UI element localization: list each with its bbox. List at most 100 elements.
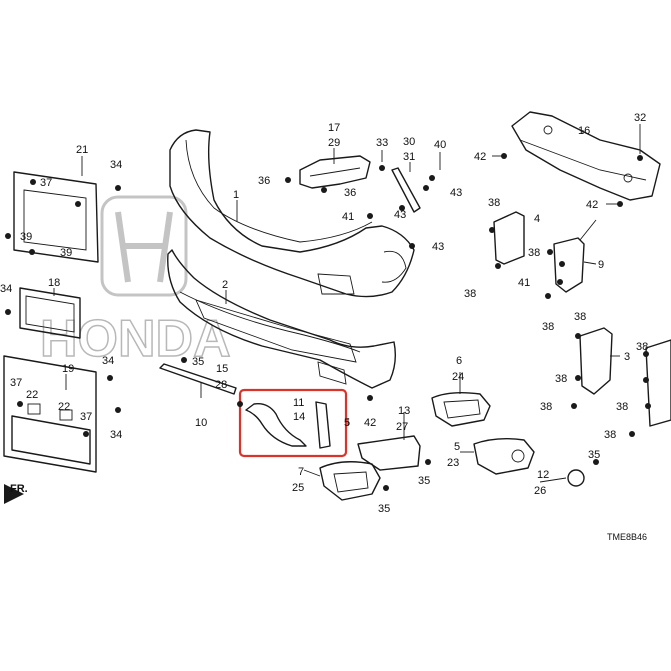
part-19-garnish[interactable]	[11, 415, 91, 465]
callout-34d: 34	[110, 429, 122, 441]
callout-42b: 42	[586, 199, 598, 211]
callout-29: 29	[328, 137, 340, 149]
diagram-code: TME8B46	[607, 532, 647, 542]
part-1-corner	[381, 250, 407, 283]
callout-6: 6	[456, 355, 462, 367]
callout-22b: 22	[58, 401, 70, 413]
watermark-text: HONDA	[40, 310, 231, 368]
callout-40: 40	[434, 139, 446, 151]
callout-24: 24	[452, 371, 464, 383]
part-18-plate[interactable]	[19, 287, 81, 339]
part-13-bracket[interactable]	[357, 435, 421, 471]
part-5-fog-garnish[interactable]	[473, 437, 535, 475]
part-22-clip-a[interactable]	[27, 403, 41, 415]
callout-36a: 36	[258, 175, 270, 187]
part-11-14-trim[interactable]	[245, 403, 307, 447]
part-16-rib	[519, 139, 647, 181]
highlight-box	[238, 388, 348, 458]
callout-38i: 38	[616, 401, 628, 413]
callout-36b: 36	[344, 187, 356, 199]
part-1-fog-opening	[317, 273, 355, 295]
part-19-group-box	[3, 355, 97, 473]
callout-14: 14	[293, 411, 305, 423]
direction-mark: FR.	[10, 483, 28, 495]
callout-42a: 42	[474, 151, 486, 163]
callout-5: 5	[454, 441, 460, 453]
callout-19: 19	[62, 363, 74, 375]
callout-38b: 38	[528, 247, 540, 259]
callout-43a: 43	[394, 209, 406, 221]
callout-12: 12	[537, 469, 549, 481]
callout-35c: 35	[378, 503, 390, 515]
part-22-clip-b[interactable]	[59, 409, 73, 421]
callout-43b: 43	[450, 187, 462, 199]
callout-37a: 37	[40, 177, 52, 189]
part-2-lower-grille	[195, 299, 357, 363]
callout-32: 32	[634, 112, 646, 124]
right-side-bracket[interactable]	[645, 339, 671, 427]
callout-35b: 35	[418, 475, 430, 487]
callout-22a: 22	[26, 389, 38, 401]
bolt-37-a	[30, 179, 36, 185]
callout-9: 9	[598, 259, 604, 271]
callout-41b: 41	[518, 277, 530, 289]
part-6-fog-garnish[interactable]	[431, 391, 491, 427]
callout-25: 25	[292, 482, 304, 494]
part-2-grille-line	[179, 291, 361, 353]
part-16-bumper-beam[interactable]	[511, 111, 661, 201]
callout-1: 1	[233, 189, 239, 201]
part-2-vent	[317, 361, 347, 385]
part-30-strip[interactable]	[391, 167, 421, 213]
callout-7: 7	[298, 466, 304, 478]
callout-30: 30	[403, 136, 415, 148]
part-21-license-bracket[interactable]	[13, 171, 99, 263]
callout-11: 11	[293, 397, 304, 409]
callout-31: 31	[403, 151, 415, 163]
callout-37b: 37	[10, 377, 22, 389]
callout-39a: 39	[20, 231, 32, 243]
callout-39b: 39	[60, 247, 72, 259]
callout-34c: 34	[102, 355, 114, 367]
callout-37c: 37	[80, 411, 92, 423]
callout-27: 27	[396, 421, 408, 433]
callout-23: 23	[447, 457, 459, 469]
front-direction-arrow: FR.	[4, 483, 28, 504]
callout-13: 13	[398, 405, 410, 417]
callout-10: 10	[195, 417, 207, 429]
callout-38c: 38	[464, 288, 476, 300]
part-10-molding[interactable]	[159, 363, 237, 395]
callout-38h: 38	[636, 341, 648, 353]
callout-35d: 35	[588, 449, 600, 461]
part-17-bracket[interactable]	[299, 155, 371, 189]
callout-38f: 38	[555, 373, 567, 385]
callout-41a: 41	[342, 211, 354, 223]
callout-33: 33	[376, 137, 388, 149]
part-1-crease	[185, 139, 373, 243]
callout-34b: 34	[0, 283, 12, 295]
callout-42c: 42	[364, 417, 376, 429]
callout-4: 4	[534, 213, 540, 225]
callout-38e: 38	[574, 311, 586, 323]
part-4-bracket[interactable]	[493, 211, 525, 265]
callout-38j: 38	[604, 429, 616, 441]
callout-34a: 34	[110, 159, 122, 171]
callout-26: 26	[534, 485, 546, 497]
part-12-ring[interactable]	[567, 469, 585, 487]
part-7-fog-garnish[interactable]	[319, 461, 381, 501]
callout-16: 16	[578, 125, 590, 137]
callout-21: 21	[76, 144, 88, 156]
part-1-upper-bumper[interactable]	[169, 129, 415, 298]
callout-3: 3	[624, 351, 630, 363]
part-11-14-trim-end[interactable]	[315, 401, 331, 449]
callout-5b: 5	[344, 417, 350, 429]
callout-15: 15	[216, 363, 228, 375]
part-3-bracket[interactable]	[579, 327, 613, 395]
callout-35a: 35	[192, 356, 204, 368]
callout-17: 17	[328, 122, 340, 134]
part-2-lower-bumper[interactable]	[167, 249, 397, 389]
callout-38a: 38	[488, 197, 500, 209]
part-9-bracket[interactable]	[553, 237, 585, 293]
callout-38g: 38	[540, 401, 552, 413]
